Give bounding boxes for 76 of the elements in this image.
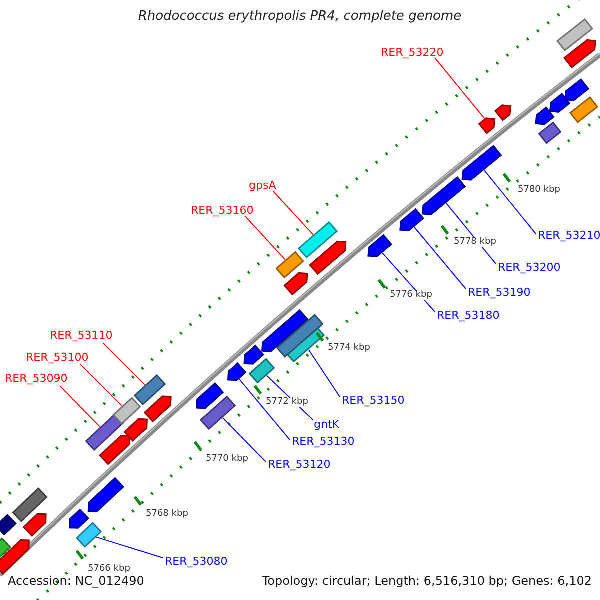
genome-info-text: Topology: circular; Length: 6,516,310 bp; Genes: 6,102 xyxy=(262,575,592,587)
gene-label: RER_53100 xyxy=(26,352,89,363)
tick-label: 5766 kbp xyxy=(88,565,130,574)
gene-block xyxy=(309,240,347,276)
leader-line xyxy=(95,536,164,558)
gene-block xyxy=(88,477,125,512)
gene-block xyxy=(538,122,562,144)
accession-text: Accession: NC_012490 xyxy=(8,575,144,587)
gene-label: gntK xyxy=(314,419,340,430)
leader-line xyxy=(80,364,123,407)
title: Rhodococcus erythropolis PR4, complete genome xyxy=(137,10,463,23)
tick-label: 5780 kbp xyxy=(518,186,560,195)
gene-label: RER_53180 xyxy=(437,310,500,321)
gene-block xyxy=(248,358,276,384)
gene-block xyxy=(12,488,48,522)
gene-block xyxy=(85,412,125,452)
gene-label: RER_53200 xyxy=(498,262,561,273)
leader-line xyxy=(60,386,101,428)
gene-block xyxy=(0,514,17,536)
gene-block xyxy=(134,374,166,406)
gene-block xyxy=(368,234,392,258)
gene-block xyxy=(227,362,247,382)
tick-label: 5768 kbp xyxy=(146,510,188,519)
leader-line xyxy=(222,418,266,462)
tick-label: 5774 kbp xyxy=(328,344,370,353)
gene-block xyxy=(22,513,47,538)
gene-block xyxy=(276,251,304,279)
leader-line xyxy=(484,170,536,234)
gene-block xyxy=(276,314,324,358)
leader-line xyxy=(308,349,340,398)
gene-block xyxy=(0,540,30,575)
gene-block xyxy=(535,106,555,126)
leader-line xyxy=(414,226,466,290)
gene-label: RER_53110 xyxy=(50,330,113,341)
leader-line xyxy=(238,378,290,440)
gene-block xyxy=(494,104,512,122)
gene-block xyxy=(68,508,90,529)
gene-label: RER_53120 xyxy=(268,459,331,470)
gene-label: RER_53210 xyxy=(538,230,600,241)
gene-block xyxy=(76,522,102,548)
leader-line xyxy=(382,252,436,312)
leader-line xyxy=(244,216,286,260)
gene-block xyxy=(200,396,236,430)
leader-line xyxy=(272,190,314,236)
leader-line xyxy=(102,342,146,386)
gene-label: RER_53090 xyxy=(5,373,68,384)
gene-label: RER_53190 xyxy=(468,287,531,298)
leader-line xyxy=(434,58,486,120)
gene-block xyxy=(284,272,308,296)
gene-block xyxy=(262,309,309,352)
gene-block xyxy=(556,18,594,52)
gene-block xyxy=(462,145,502,181)
gene-block xyxy=(99,435,131,466)
tick-label: 5772 kbp xyxy=(266,398,308,407)
gene-block xyxy=(196,382,224,410)
gene-label: RER_53160 xyxy=(191,205,254,216)
gene-block xyxy=(422,176,466,216)
gene-block xyxy=(400,208,424,232)
gene-label: RER_53150 xyxy=(342,395,405,406)
gene-block xyxy=(569,96,599,124)
gene-block xyxy=(298,221,338,259)
tick-label: 5778 kbp xyxy=(454,238,496,247)
gene-label: RER_53080 xyxy=(165,556,228,567)
gene-block xyxy=(112,397,142,425)
gene-label: RER_53220 xyxy=(381,47,444,58)
gene-block xyxy=(563,39,597,69)
gene-block xyxy=(124,418,148,442)
gene-label: gpsA xyxy=(249,180,276,191)
gene-label: RER_53130 xyxy=(292,436,355,447)
tick-label: 5770 kbp xyxy=(206,455,248,464)
gene-block xyxy=(144,396,172,423)
gene-block xyxy=(564,78,590,102)
tick-label: 5776 kbp xyxy=(390,291,432,300)
gene-block xyxy=(244,344,265,365)
gene-block xyxy=(549,93,571,113)
gene-block xyxy=(478,118,496,134)
